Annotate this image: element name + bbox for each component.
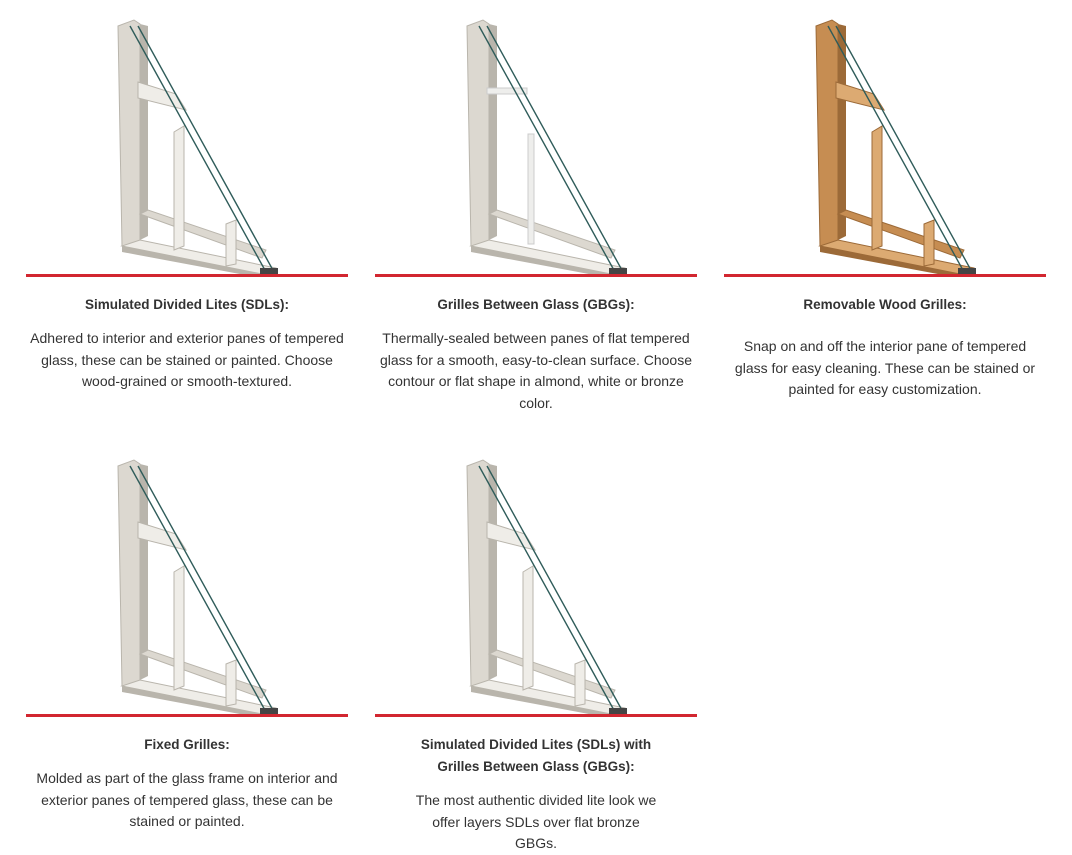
grille-bar-vertical (527, 133, 535, 245)
grille-bar-bottom (225, 219, 237, 267)
card-description: The most authentic divided lite look we … (415, 792, 657, 851)
grille-bar-horizontal (835, 81, 886, 111)
glass-pane-inner (137, 465, 275, 713)
red-divider (375, 714, 697, 717)
card-description: Snap on and off the interior pane of tem… (734, 338, 1036, 397)
glass-pane-outer (478, 25, 616, 273)
grille-bar-bottom (225, 659, 237, 707)
card-title: Simulated Divided Lites (SDLs) with Gril… (420, 737, 652, 774)
glass-spacer (609, 268, 627, 274)
window-corner-graphic (815, 19, 976, 274)
window-illustration (724, 14, 1046, 274)
window-sill-lower (820, 246, 960, 274)
grille-card-fixed: Fixed Grilles: Molded as part of the gla… (26, 454, 348, 833)
glass-pane-outer (827, 25, 965, 273)
grille-card-sdl: Simulated Divided Lites (SDLs): Adhered … (26, 14, 348, 393)
grille-bar-vertical (173, 125, 185, 251)
grille-bar-horizontal (137, 81, 188, 111)
grille-card-sdl-with-gbg: Simulated Divided Lites (SDLs) with Gril… (375, 454, 697, 855)
glass-spacer (260, 268, 278, 274)
card-title: Simulated Divided Lites (SDLs): (84, 297, 290, 312)
glass-pane-inner (486, 25, 624, 273)
window-sill-lower (122, 246, 262, 274)
window-corner-graphic (117, 459, 278, 714)
window-frame-jamb (466, 459, 490, 691)
window-illustration (26, 454, 348, 714)
window-inner-jamb (140, 24, 148, 240)
grille-bar-bottom (923, 219, 935, 267)
card-description: Adhered to interior and exterior panes o… (30, 330, 344, 389)
card-description: Thermally-sealed between panes of flat t… (379, 330, 693, 411)
red-divider (26, 714, 348, 717)
window-frame-jamb (815, 19, 839, 251)
grille-bar-bottom (574, 659, 586, 707)
red-divider (724, 274, 1046, 277)
red-divider (26, 274, 348, 277)
red-divider (375, 274, 697, 277)
card-title: Grilles Between Glass (GBGs): (437, 297, 635, 312)
card-title: Removable Wood Grilles: (803, 297, 967, 312)
glass-spacer (609, 708, 627, 714)
window-sill-lower (471, 246, 611, 274)
glass-pane-outer (129, 25, 267, 273)
grille-bar-vertical (871, 125, 883, 251)
card-title: Fixed Grilles: (144, 737, 230, 752)
glass-pane-outer (129, 465, 267, 713)
glass-spacer (958, 268, 976, 274)
window-frame-jamb (117, 19, 141, 251)
window-sill-lower (122, 686, 262, 714)
grille-bar-vertical (173, 565, 185, 691)
window-corner-graphic (117, 19, 278, 274)
window-illustration (26, 14, 348, 274)
grille-bar-vertical (522, 565, 534, 691)
grille-card-removable-wood: Removable Wood Grilles: Snap on and off … (724, 14, 1046, 401)
grille-bar-horizontal (486, 521, 537, 551)
window-inner-jamb (489, 24, 497, 240)
window-sill-lower (471, 686, 611, 714)
window-illustration (375, 454, 697, 714)
glass-pane-outer (478, 465, 616, 713)
window-inner-jamb (489, 464, 497, 680)
glass-pane-inner (137, 25, 275, 273)
glass-pane-inner (486, 465, 624, 713)
window-frame-jamb (466, 19, 490, 251)
window-sash-rail (487, 209, 616, 259)
glass-pane-inner (835, 25, 973, 273)
window-inner-jamb (140, 464, 148, 680)
window-corner-graphic (466, 459, 627, 714)
glass-spacer (260, 708, 278, 714)
window-inner-jamb (838, 24, 846, 240)
grille-bar-horizontal (486, 87, 528, 95)
window-corner-graphic (466, 19, 627, 274)
window-illustration (375, 14, 697, 274)
window-frame-jamb (117, 459, 141, 691)
grille-card-gbg: Grilles Between Glass (GBGs): Thermally-… (375, 14, 697, 414)
grille-bar-horizontal (137, 521, 188, 551)
card-description: Molded as part of the glass frame on int… (36, 770, 338, 829)
